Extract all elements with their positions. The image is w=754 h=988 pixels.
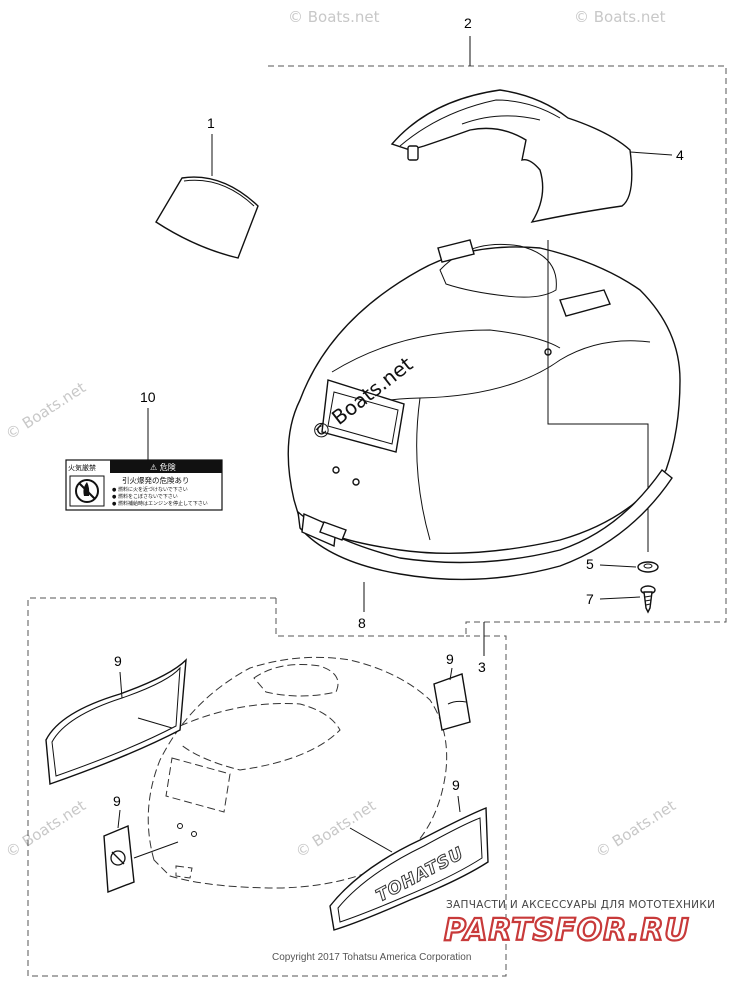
watermark: © Boats.net — [592, 796, 679, 861]
leader-9d — [457, 795, 461, 813]
part-5-washer: 5 — [586, 556, 659, 573]
part-1-cap: 1 — [155, 115, 259, 259]
leader-9b — [449, 667, 453, 681]
callout-8: 8 — [358, 615, 366, 631]
part-2-engine-cover — [287, 239, 681, 555]
label-line-2: ● 燃料に火を近づけないで下さい — [112, 486, 188, 493]
callout-9d: 9 — [452, 777, 460, 793]
label-line-3: ● 燃料をこぼさないで下さい — [112, 493, 178, 500]
part-9-decal-right: 9 — [433, 651, 471, 731]
part-10-warning-label: 10 火気厳禁 ⚠ 危険 引火爆発の危険あり ● 燃料に火を近づけないで下さい … — [65, 389, 223, 511]
assembly-3-boundary — [27, 597, 507, 977]
callout-1: 1 — [207, 115, 215, 131]
leader-7 — [599, 596, 641, 600]
watermark: © Boats.net — [2, 378, 89, 443]
callout-9a: 9 — [114, 653, 122, 669]
callout-5: 5 — [586, 556, 594, 572]
part-4-handle-cover: 4 — [390, 89, 684, 224]
callout-2: 2 — [464, 15, 472, 31]
label-left-header: 火気厳禁 — [68, 463, 96, 472]
callout-9c: 9 — [113, 793, 121, 809]
copyright: Copyright 2017 Tohatsu America Corporati… — [272, 952, 471, 963]
assembly-2-boundary — [268, 65, 727, 637]
leader-4 — [629, 151, 673, 156]
label-line-4: ● 燃料補給時はエンジンを停止して下さい — [112, 500, 208, 507]
part-7-screw: 7 — [586, 585, 656, 614]
part-8-seal: 8 — [297, 468, 673, 631]
part-9-decal-small: 9 — [103, 793, 179, 893]
watermark: © Boats.net — [574, 8, 666, 26]
watermark: © Boats.net — [2, 796, 89, 861]
callout-3: 3 — [478, 659, 486, 675]
leader-9c — [117, 809, 121, 829]
part-9-decal-left: 9 — [45, 653, 187, 785]
leader-9a — [119, 671, 123, 699]
callout-10: 10 — [140, 389, 156, 405]
callout-7: 7 — [586, 591, 594, 607]
callout-9b: 9 — [446, 651, 454, 667]
ad-tagline: ЗАПЧАСТИ И АКСЕССУАРЫ ДЛЯ МОТОТЕХНИКИ — [446, 899, 715, 911]
leader-5 — [599, 564, 637, 568]
watermark: © Boats.net — [292, 796, 379, 861]
watermark: © Boats.net — [288, 8, 380, 26]
label-line-1: 引火爆発の危険あり — [122, 475, 190, 485]
ad-logo: PARTSFOR.RU — [444, 913, 690, 948]
label-right-header: ⚠ 危険 — [150, 462, 176, 472]
callout-4: 4 — [676, 147, 684, 163]
